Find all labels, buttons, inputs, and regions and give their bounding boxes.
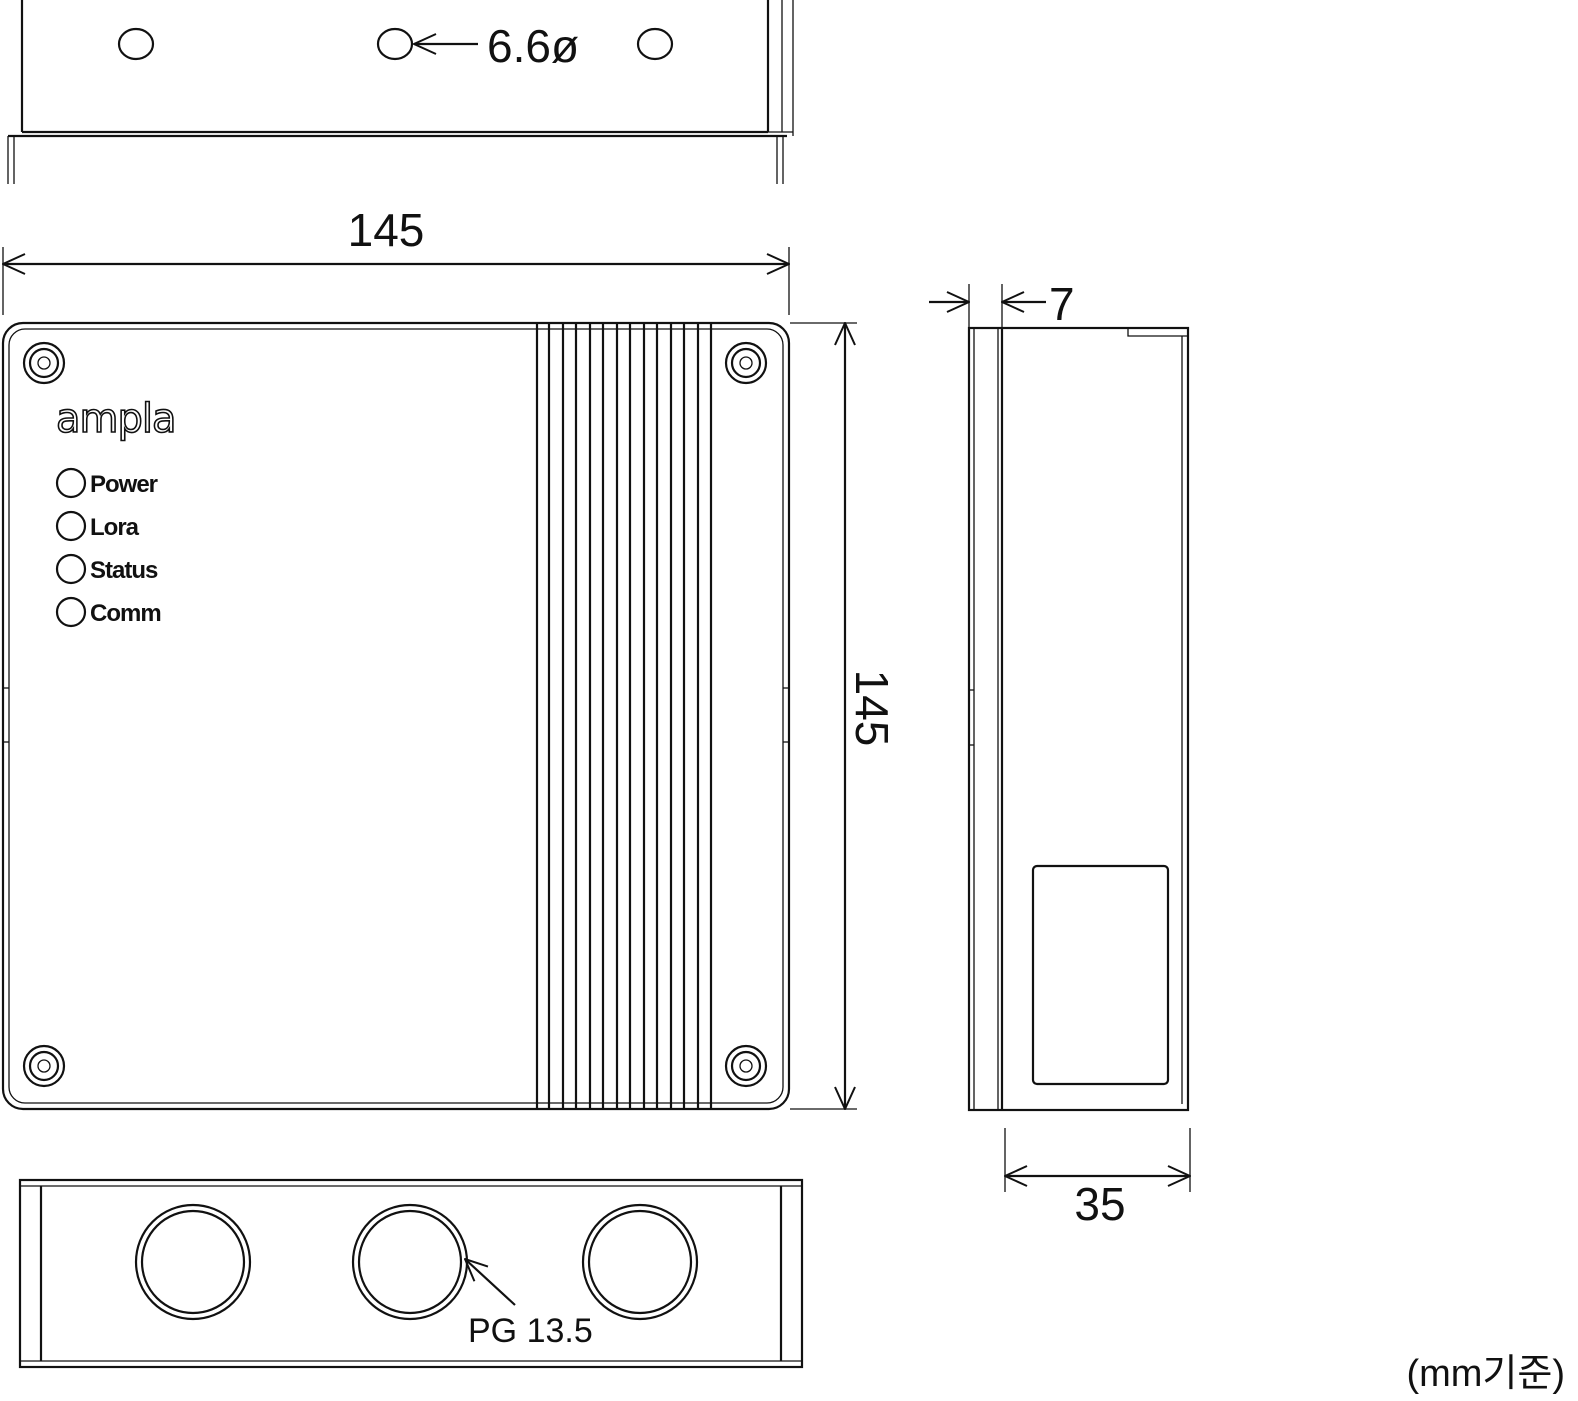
hole-diameter-label: 6.6ø [487, 20, 579, 72]
led-icon [55, 467, 87, 499]
indicator-label: Status [90, 557, 158, 584]
height-dimension-label: 145 [846, 670, 898, 747]
led-icon [55, 510, 87, 542]
indicator-label: Comm [90, 600, 161, 627]
screw-icon [724, 341, 768, 385]
unit-note: (mm기준) [1406, 1353, 1565, 1395]
cable-gland-hole [581, 1203, 699, 1321]
screw-icon [22, 1044, 66, 1088]
width-dimension: 145 [3, 204, 789, 315]
side-view: 7 35 [929, 278, 1190, 1230]
cable-gland-hole [351, 1203, 469, 1321]
bottom-view: PG 13.5 [18, 1178, 804, 1369]
led-icon [55, 596, 87, 628]
indicator-status: Status [55, 553, 159, 585]
side-label-window [1031, 864, 1170, 1086]
gland-size-label: PG 13.5 [468, 1312, 593, 1350]
indicator-label: Lora [90, 514, 140, 541]
top-view: 6.6ø [7, 0, 794, 184]
mounting-hole [117, 27, 155, 61]
heat-sink-fins [535, 323, 713, 1109]
indicator-label: Power [90, 471, 158, 498]
height-dimension: 145 [790, 323, 898, 1109]
screw-icon [22, 341, 66, 385]
indicator-power: Power [55, 467, 159, 499]
width-dimension-label: 145 [348, 204, 425, 256]
brand-logo: ampla [56, 396, 176, 442]
mounting-hole [376, 27, 414, 61]
indicator-lora: Lora [55, 510, 141, 542]
indicator-comm: Comm [55, 596, 162, 628]
mounting-hole [636, 27, 674, 61]
depth-dimension-label: 35 [1074, 1178, 1125, 1230]
screw-icon [724, 1044, 768, 1088]
front-view: ampla Power Lora Status Comm [1, 321, 791, 1111]
led-icon [55, 553, 87, 585]
cable-gland-hole [134, 1203, 252, 1321]
lid-dimension-label: 7 [1049, 278, 1075, 330]
